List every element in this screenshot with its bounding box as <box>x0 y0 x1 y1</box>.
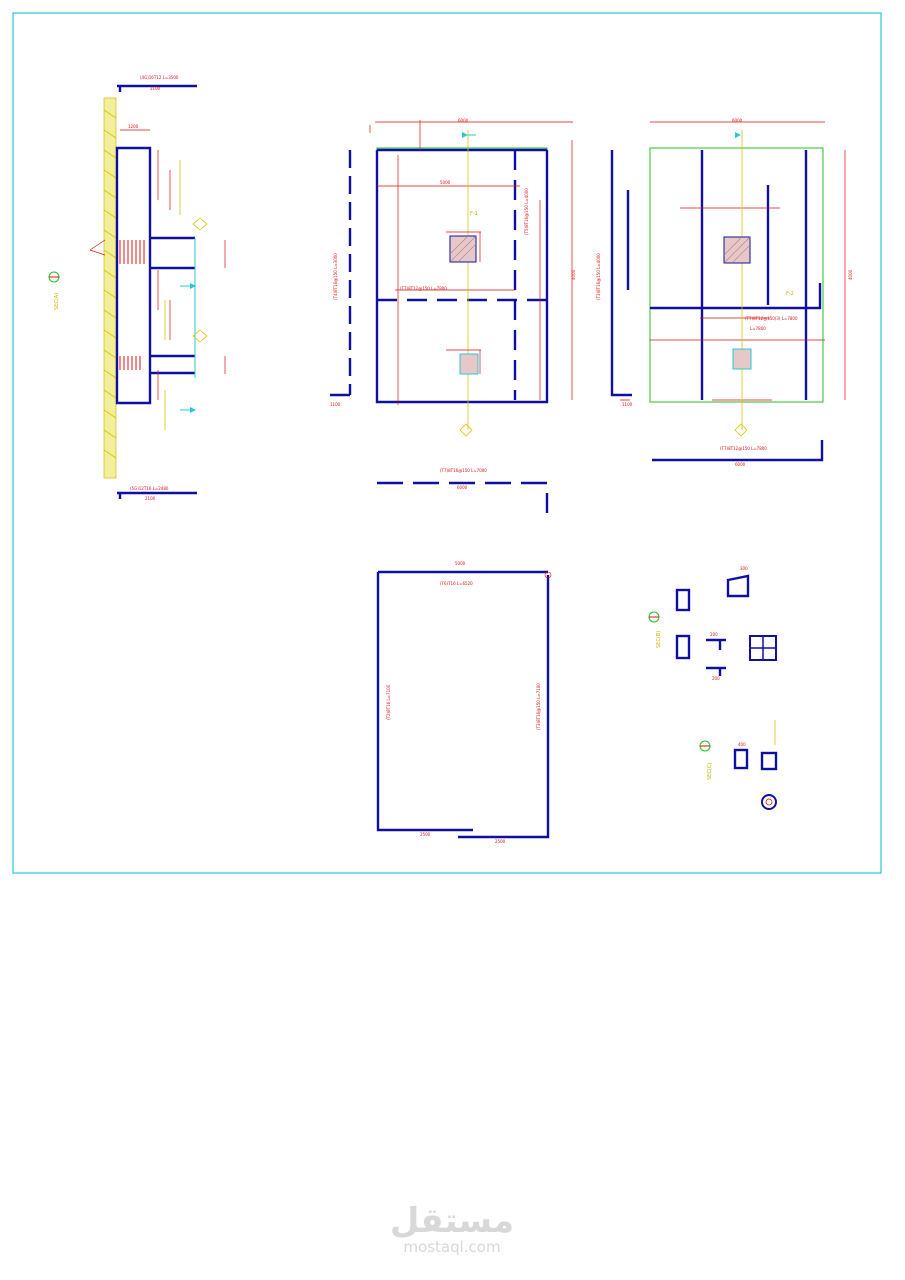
section-b-label: SEC(B) <box>656 631 662 648</box>
big-bottom-dim: 2500 <box>420 832 431 837</box>
plan1-top-dim: 6000 <box>458 118 469 123</box>
det-b-dim1: 300 <box>740 566 748 571</box>
plan-1: F-1 6000 5000 (T7)8T12@150 L=7800 (T4)8T… <box>330 118 576 513</box>
det-c-dim: 400 <box>738 742 746 747</box>
watermark-latin: mostaql.com <box>403 1238 500 1256</box>
watermark-logo: مستقل mostaql.com <box>390 1201 514 1256</box>
f1-tag: F-1 <box>470 211 478 217</box>
plan2-l-val: L=7800 <box>750 326 766 331</box>
bottom-dim: 2100 <box>145 496 156 501</box>
bottom-bar-label: (5G)12T16 L=2480 <box>130 486 169 491</box>
plan1-height-dim: 4000 <box>571 269 576 280</box>
plan1-bottom-dim: 6000 <box>457 485 468 490</box>
bar-bending-shape: (T6)T16 L=6520 5000 (T2)8T16 L=7100 (T3)… <box>376 561 552 844</box>
section-c-label: SEC(C) <box>707 763 713 780</box>
top-bar-label: (4G)16T12 L=3500 <box>140 75 179 80</box>
plan2-mid-bar: (T7)8T12@150(3) L=7800 <box>745 316 798 321</box>
section-a-detail: SEC(A) (4G)16T12 L=3500 2100 1200 (5G)12… <box>48 75 226 501</box>
plan1-bottom-bar: (T7)8T16@150 L=7000 <box>440 468 487 473</box>
big-right-bar: (T3)8T16@150 L=7100 <box>536 683 541 730</box>
det-b-dim2: 200 <box>710 632 718 637</box>
plan2-bottom-bar: (T7)8T12@150 L=7800 <box>720 446 767 451</box>
det-b-dim3: 200 <box>712 676 720 681</box>
plan-2: F-2 6000 (T7)8T12@150(3) L=7800 (T7)8T12… <box>596 118 853 467</box>
dim-1200: 1200 <box>128 124 139 129</box>
watermark-arabic: مستقل <box>390 1201 514 1241</box>
plan2-bottom-dim: 6000 <box>735 462 746 467</box>
top-dim: 2100 <box>150 86 161 91</box>
section-a-label: SEC(A) <box>54 293 60 310</box>
plan1-left-dim: 1100 <box>330 402 341 407</box>
big-top-bar: (T6)T16 L=6520 <box>440 581 473 586</box>
plan1-inner-dim: 5000 <box>440 180 451 185</box>
section-c-details: SEC(C) 400 <box>699 720 778 810</box>
plan1-left-bar: (T4)8T16@150 L=3000 <box>333 253 338 300</box>
section-b-details: SEC(B) 300 200 200 <box>648 566 777 681</box>
plan2-top-dim: 6000 <box>732 118 743 123</box>
big-left-bar: (T2)8T16 L=7100 <box>386 684 391 720</box>
plan1-right-bar: (T5)8T16@150 L=4000 <box>524 188 529 235</box>
big-bottom-dim2: 2500 <box>495 839 506 844</box>
big-top-dim: 5000 <box>455 561 466 566</box>
plan2-height-dim: 4000 <box>848 269 853 280</box>
plan2-left-bar: (T3)8T16@150 L=4000 <box>596 253 601 300</box>
plan2-left-dim: 1100 <box>622 402 633 407</box>
f2-tag: F-2 <box>786 291 794 297</box>
plan1-mid-bar: (T7)8T12@150 L=7800 <box>400 286 447 291</box>
sheet-border <box>12 12 882 874</box>
